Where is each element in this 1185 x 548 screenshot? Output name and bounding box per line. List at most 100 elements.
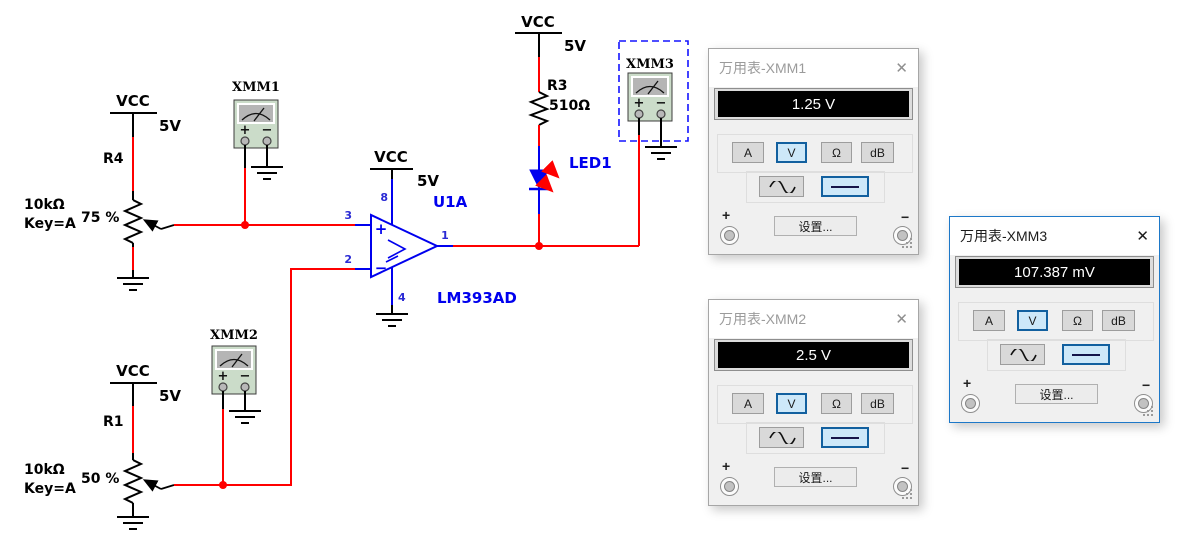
close-icon[interactable]: ✕ (895, 59, 908, 77)
multimeter-symbol-xmm3[interactable]: XMM3 + − (626, 57, 674, 122)
r4-percent: 75 % (81, 210, 119, 226)
terminal-pin (1138, 398, 1149, 409)
wire (174, 268, 355, 486)
vcc-source-r4[interactable]: VCC 5V (110, 92, 181, 137)
r1-ground[interactable] (116, 503, 150, 530)
junction-dot (241, 221, 249, 229)
dc-mode-button[interactable] (821, 427, 869, 448)
selection-box-xmm3[interactable] (618, 40, 689, 142)
xmm2-ground[interactable] (228, 391, 262, 424)
potentiometer-r1[interactable]: R1 10kΩ Key=A 50 % (24, 414, 175, 504)
r1-value: 10kΩ (24, 462, 65, 478)
settings-button[interactable]: 设置... (1015, 384, 1098, 404)
opamp-plus-input-sign: + (375, 220, 388, 238)
ohm-button[interactable]: Ω (1062, 310, 1093, 331)
positive-terminal-label: + (963, 375, 972, 391)
r1-percent: 50 % (81, 471, 119, 487)
opamp-ref: U1A (433, 193, 468, 211)
titlebar[interactable]: 万用表-XMM2 ✕ (709, 300, 918, 338)
multimeter-symbol-xmm1[interactable]: XMM1 + − (232, 80, 280, 149)
multimeter-window-xmm3: 万用表-XMM3 ✕ 107.387 mV A V Ω dB + 设置... − (949, 216, 1160, 423)
decibel-button[interactable]: dB (861, 142, 894, 163)
settings-button[interactable]: 设置... (774, 467, 857, 487)
r4-ref: R4 (103, 151, 124, 167)
r4-ground[interactable] (116, 270, 150, 291)
ohm-button[interactable]: Ω (821, 142, 852, 163)
resize-grip[interactable] (1143, 406, 1155, 418)
resize-grip[interactable] (902, 238, 914, 250)
vcc-label: VCC (521, 13, 555, 31)
resistor-r3[interactable]: R3 510Ω (528, 78, 590, 126)
sine-wave-icon (768, 431, 796, 444)
vcc-value: 5V (159, 387, 181, 405)
junction-dot (219, 481, 227, 489)
negative-terminal[interactable] (1134, 394, 1153, 413)
volt-button[interactable]: V (776, 142, 807, 163)
multimeter-window-xmm2: 万用表-XMM2 ✕ 2.5 V A V Ω dB + 设置... − (708, 299, 919, 506)
positive-terminal[interactable] (720, 477, 739, 496)
window-title: 万用表-XMM3 (960, 228, 1048, 244)
ampere-button[interactable]: A (732, 142, 764, 163)
xmm1-ground[interactable] (250, 145, 284, 180)
vcc-source-r3[interactable]: VCC 5V (515, 13, 586, 57)
opamp-part-number: LM393AD (437, 289, 517, 307)
volt-button[interactable]: V (776, 393, 807, 414)
r4-key: Key=A (24, 216, 76, 232)
sine-wave-icon (768, 180, 796, 193)
close-icon[interactable]: ✕ (895, 310, 908, 328)
dc-mode-button[interactable] (1062, 344, 1110, 365)
opamp-minus-input-sign: − (375, 259, 388, 277)
terminal-pin (897, 230, 908, 241)
xmm1-plus-sign: + (240, 123, 251, 138)
positive-terminal-label: + (722, 458, 731, 474)
vcc-label: VCC (374, 148, 408, 166)
sine-wave-icon (1009, 348, 1037, 361)
multimeter-symbol-xmm2[interactable]: XMM2 + − (210, 328, 258, 395)
xmm3-minus-sign: − (656, 96, 667, 111)
measurement-mode-group (958, 302, 1154, 341)
vcc-source-r1[interactable]: VCC 5V (110, 362, 181, 406)
measurement-mode-group (717, 134, 913, 173)
vcc-value: 5V (564, 37, 586, 55)
ac-mode-button[interactable] (1000, 344, 1045, 365)
titlebar[interactable]: 万用表-XMM3 ✕ (950, 217, 1159, 255)
xmm3-ground[interactable] (644, 118, 678, 160)
ac-mode-button[interactable] (759, 176, 804, 197)
resize-grip[interactable] (902, 489, 914, 501)
positive-terminal-label: + (722, 207, 731, 223)
vcc-label: VCC (116, 362, 150, 380)
pin-label-4: 4 (398, 291, 406, 304)
positive-terminal[interactable] (961, 394, 980, 413)
reading-display: 1.25 V (714, 88, 913, 120)
settings-button[interactable]: 设置... (774, 216, 857, 236)
ampere-button[interactable]: A (732, 393, 764, 414)
ohm-button[interactable]: Ω (821, 393, 852, 414)
decibel-button[interactable]: dB (1102, 310, 1135, 331)
volt-button[interactable]: V (1017, 310, 1048, 331)
opamp-ground[interactable] (375, 305, 409, 327)
vcc-value: 5V (159, 117, 181, 135)
terminal-pin (897, 481, 908, 492)
terminal-pin (965, 398, 976, 409)
opamp-u1a[interactable]: + − U1A LM393AD (370, 193, 517, 307)
led1-ref: LED1 (569, 154, 612, 172)
signal-mode-group (746, 171, 885, 203)
vcc-source-opamp[interactable]: VCC 5V (370, 148, 439, 190)
xmm1-minus-sign: − (262, 123, 273, 138)
ampere-button[interactable]: A (973, 310, 1005, 331)
junction-dot (535, 242, 543, 250)
r4-value: 10kΩ (24, 197, 65, 213)
close-icon[interactable]: ✕ (1136, 227, 1149, 245)
dc-line-icon (831, 436, 859, 439)
ac-mode-button[interactable] (759, 427, 804, 448)
reading-value: 107.387 mV (959, 259, 1150, 285)
titlebar[interactable]: 万用表-XMM1 ✕ (709, 49, 918, 87)
negative-terminal[interactable] (893, 226, 912, 245)
negative-terminal-label: − (901, 460, 910, 476)
potentiometer-r4[interactable]: R4 10kΩ Key=A 75 % (24, 151, 175, 247)
dc-mode-button[interactable] (821, 176, 869, 197)
positive-terminal[interactable] (720, 226, 739, 245)
decibel-button[interactable]: dB (861, 393, 894, 414)
negative-terminal[interactable] (893, 477, 912, 496)
led1[interactable]: LED1 (529, 146, 612, 214)
